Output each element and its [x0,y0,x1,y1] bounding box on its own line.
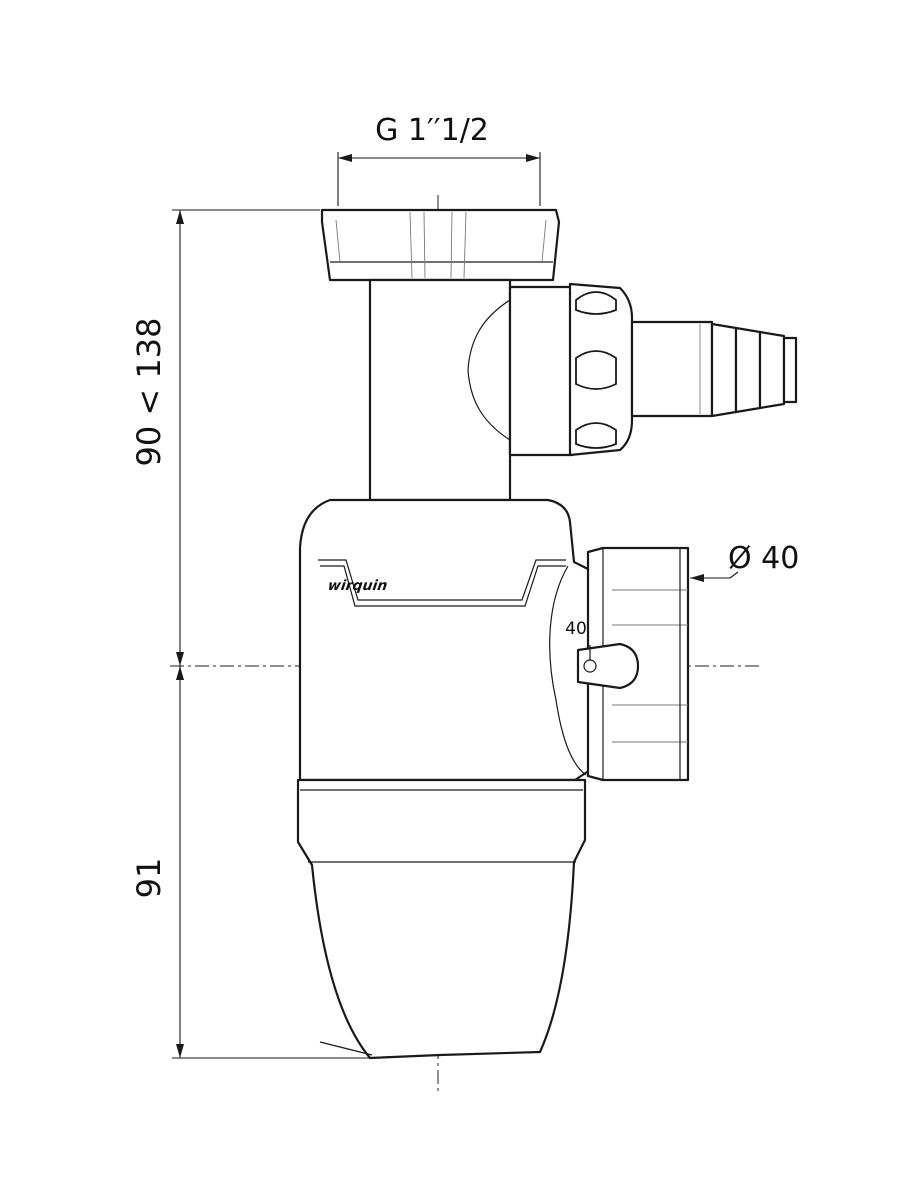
outlet-nut [576,546,690,782]
height-dimension [172,209,370,1059]
lower-height-label: 91 [130,858,168,899]
top-threaded-nut [320,208,561,282]
bottle-body-lower [296,778,587,1060]
upper-height-label: 90 < 138 [130,318,168,467]
brand-logo: wirquin [327,578,389,594]
outlet-diameter-leader [690,571,739,582]
hose-spigot [630,320,798,418]
side-inlet-tee [467,285,574,457]
hose-connector-nut [568,282,634,457]
upper-tube [368,278,512,502]
thread-dimension [337,152,541,206]
thread-size-label: G 1′′1/2 [375,113,489,148]
bottle-body-upper [298,498,592,782]
outlet-diameter-label: Ø 40 [728,541,799,576]
outlet-size-mark: 40 [565,619,587,639]
